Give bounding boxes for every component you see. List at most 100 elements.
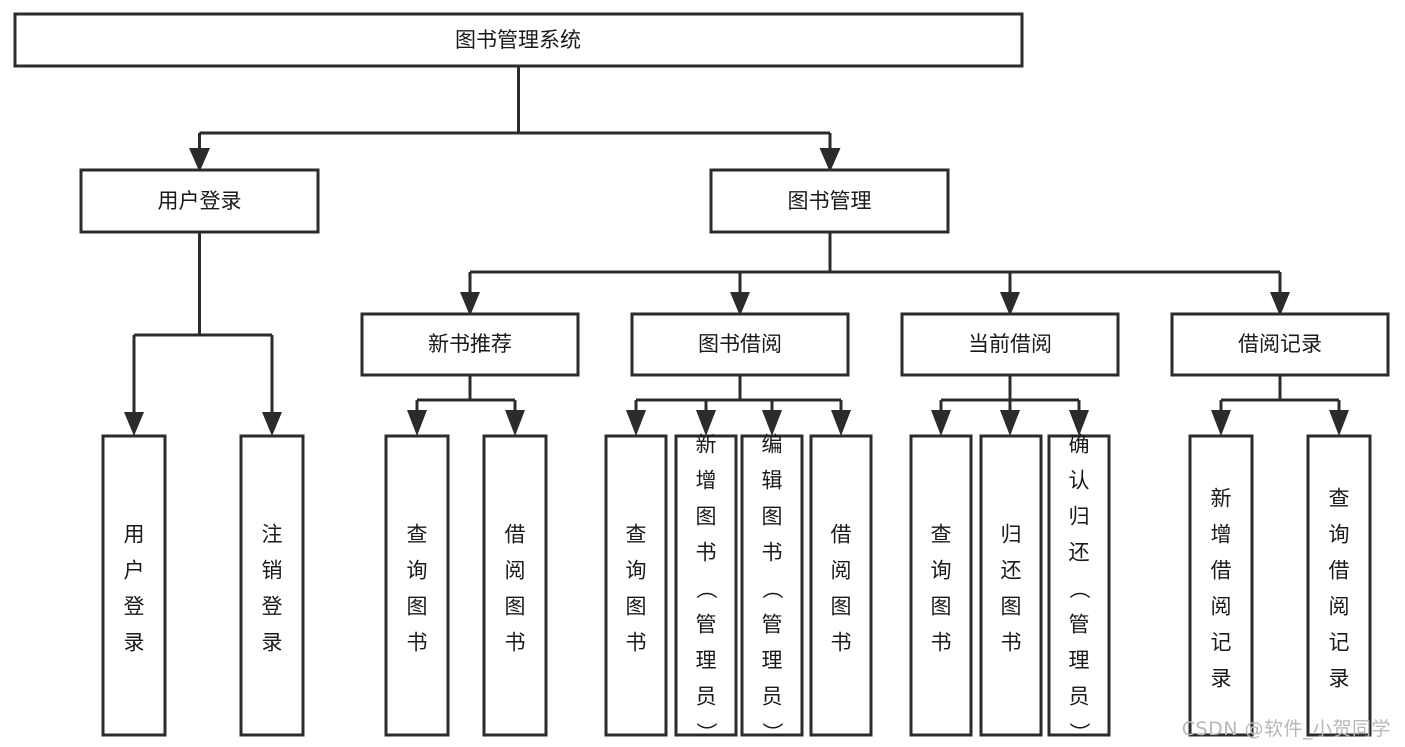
node-leaf-user-login[interactable] (101, 434, 167, 737)
svg-text:书: 书 (407, 631, 428, 655)
svg-text:理: 理 (762, 649, 783, 673)
svg-text:记: 记 (1211, 631, 1232, 655)
node-leaf-query-book-1[interactable] (384, 434, 450, 737)
node-leaf-return-book[interactable] (979, 434, 1043, 737)
node-leaf-query-book-1-box[interactable] (384, 434, 450, 737)
node-leaf-query-book-3-box[interactable] (909, 434, 973, 737)
node-leaf-edit-book-admin[interactable] (740, 434, 804, 737)
arrow-head-icon (505, 410, 525, 436)
svg-text:图: 图 (407, 595, 428, 619)
node-leaf-confirm-return-admin-box[interactable] (1047, 434, 1111, 737)
connector-book-borrow-to-leaves (626, 375, 851, 436)
svg-text:记: 记 (1329, 631, 1350, 655)
node-leaf-borrow-book-1-box[interactable] (482, 434, 548, 737)
node-leaf-confirm-return-admin[interactable] (1047, 434, 1111, 737)
svg-text:户: 户 (124, 559, 145, 583)
arrow-head-icon (124, 412, 144, 436)
svg-text:）: ） (694, 722, 718, 743)
arrow-head-icon (819, 148, 841, 172)
node-leaf-query-book-3[interactable] (909, 434, 973, 737)
svg-text:认: 认 (1069, 469, 1090, 493)
node-leaf-add-borrow-record-box[interactable] (1188, 434, 1254, 737)
node-root[interactable]: 图书管理系统 (13, 12, 1024, 68)
node-current-borrow-box[interactable] (900, 312, 1120, 377)
node-leaf-add-borrow-record[interactable] (1188, 434, 1254, 737)
node-borrow-record-box[interactable] (1170, 312, 1390, 377)
node-leaf-query-book-2[interactable] (604, 434, 668, 737)
arrow-head-icon (407, 410, 427, 436)
svg-text:销: 销 (262, 559, 283, 583)
svg-text:借: 借 (1211, 559, 1232, 583)
svg-text:）: ） (760, 722, 784, 743)
node-book-borrow[interactable]: 图书借阅 (630, 312, 850, 377)
svg-text:图: 图 (505, 595, 526, 619)
arrow-head-icon (1329, 410, 1349, 436)
svg-text:归: 归 (1069, 505, 1090, 529)
arrow-head-icon (831, 410, 851, 436)
svg-text:管: 管 (1069, 613, 1090, 637)
svg-text:（: （ (760, 578, 784, 599)
node-new-book-recommend-label: 新书推荐 (428, 332, 512, 356)
svg-text:询: 询 (931, 559, 952, 583)
node-book-management[interactable]: 图书管理 (709, 168, 950, 234)
svg-text:查: 查 (407, 523, 428, 547)
svg-text:增: 增 (696, 469, 717, 493)
node-leaf-add-book-admin[interactable] (674, 434, 738, 737)
arrow-head-icon (1270, 292, 1290, 316)
node-leaf-add-book-admin-box[interactable] (674, 434, 738, 737)
svg-text:图: 图 (696, 505, 717, 529)
node-leaf-return-book-box[interactable] (979, 434, 1043, 737)
node-book-management-box[interactable] (709, 168, 950, 234)
svg-text:询: 询 (1329, 523, 1350, 547)
node-book-borrow-box[interactable] (630, 312, 850, 377)
svg-text:借: 借 (831, 523, 852, 547)
svg-text:书: 书 (1001, 631, 1022, 655)
connector-book-management-to-level3 (460, 232, 1290, 316)
svg-text:询: 询 (626, 559, 647, 583)
arrow-head-icon (262, 412, 282, 436)
svg-text:登: 登 (124, 595, 145, 619)
connector-root-to-level2 (189, 66, 841, 172)
node-leaf-query-borrow-record[interactable] (1306, 434, 1372, 737)
node-leaf-borrow-book-2-box[interactable] (809, 434, 873, 737)
svg-text:注: 注 (262, 523, 283, 547)
node-new-book-recommend-box[interactable] (360, 312, 580, 377)
arrow-head-icon (1211, 410, 1231, 436)
node-user-login-box[interactable] (79, 168, 320, 234)
node-leaf-logout-login[interactable] (239, 434, 305, 737)
connector-borrow-record-to-leaves (1211, 375, 1349, 436)
node-leaf-user-login-box[interactable] (101, 434, 167, 737)
node-leaf-borrow-book-2[interactable] (809, 434, 873, 737)
node-current-borrow[interactable]: 当前借阅 (900, 312, 1120, 377)
node-borrow-record[interactable]: 借阅记录 (1170, 312, 1390, 377)
svg-text:查: 查 (626, 523, 647, 547)
node-leaf-query-borrow-record-box[interactable] (1306, 434, 1372, 737)
svg-text:图: 图 (931, 595, 952, 619)
arrow-head-icon (762, 410, 782, 436)
node-new-book-recommend[interactable]: 新书推荐 (360, 312, 580, 377)
svg-text:登: 登 (262, 595, 283, 619)
svg-text:员: 员 (1069, 685, 1090, 709)
node-leaf-logout-login-box[interactable] (239, 434, 305, 737)
svg-text:理: 理 (696, 649, 717, 673)
svg-text:图: 图 (626, 595, 647, 619)
svg-text:新: 新 (1211, 487, 1232, 511)
node-leaf-borrow-book-1[interactable] (482, 434, 548, 737)
node-book-borrow-label: 图书借阅 (698, 332, 782, 356)
arrow-head-icon (1069, 410, 1089, 436)
svg-text:增: 增 (1211, 523, 1232, 547)
svg-text:）: ） (1067, 722, 1091, 743)
node-root-box[interactable] (13, 12, 1024, 68)
node-user-login[interactable]: 用户登录 (79, 168, 320, 234)
node-leaf-query-book-2-box[interactable] (604, 434, 668, 737)
svg-text:录: 录 (124, 631, 145, 655)
node-leaf-edit-book-admin-box[interactable] (740, 434, 804, 737)
